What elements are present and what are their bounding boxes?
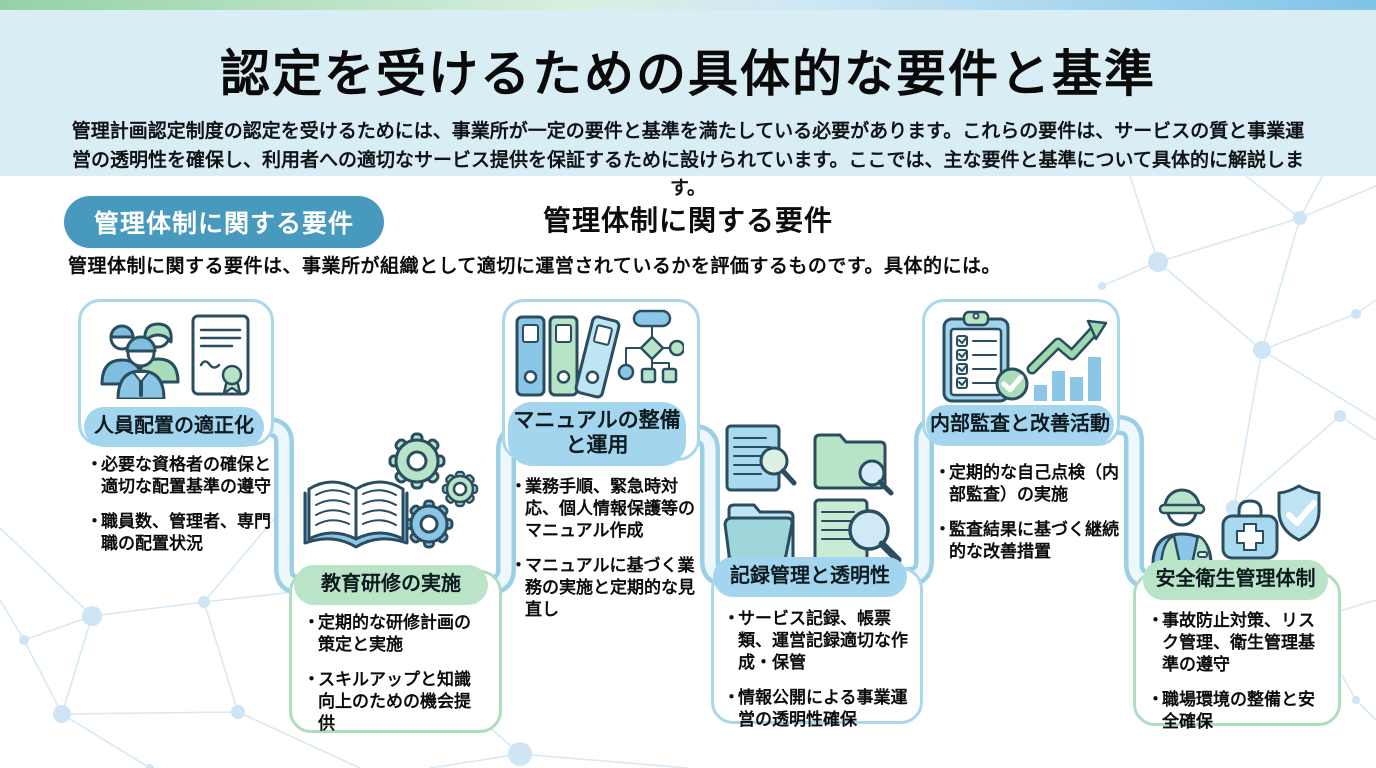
card-1-bullets: ・必要な資格者の確保と適切な配置基準の遵守 ・職員数、管理者、専門職の配置状況 — [86, 454, 284, 568]
binders-and-flowchart-icon — [514, 309, 686, 404]
section-heading: 管理体制に関する要件 — [542, 205, 833, 236]
page-subtitle: 管理計画認定制度の認定を受けるためには、事業所が一定の要件と基準を満たしている必… — [71, 121, 1305, 199]
card-4-bullets: ・サービス記録、帳票類、運営記録適切な作成・保管 ・情報公開による事業運営の透明… — [723, 608, 909, 744]
staff-and-certificate-icon — [96, 311, 252, 401]
card-label: マニュアルの整備と運用 — [508, 402, 686, 466]
page-title: 認定を受けるための具体的な要件と基準 — [220, 46, 1156, 102]
card-3-bullets: ・業務手順、緊急時対応、個人情報保護等のマニュアル作成 ・マニュアルに基づく業務… — [510, 476, 696, 635]
documents-and-magnifier-icon — [723, 424, 903, 564]
card-6-bullets: ・事故防止対策、リスク管理、衛生管理基準の遵守 ・職場環境の整備と安全確保 — [1147, 610, 1327, 746]
list-item: ・職場環境の整備と安全確保 — [1147, 690, 1315, 732]
page-header: 認定を受けるための具体的な要件と基準 管理計画認定制度の認定を受けるためには、事… — [0, 10, 1376, 199]
card-label: 内部監査と改善活動 — [926, 405, 1114, 445]
checklist-and-growth-chart-icon — [938, 309, 1108, 404]
list-item: ・監査結果に基づく継続的な改善措置 — [934, 520, 1119, 562]
worker-firstaid-shield-icon — [1143, 464, 1321, 566]
list-item: ・必要な資格者の確保と適切な配置基準の遵守 — [86, 455, 271, 497]
card-5-bullets: ・定期的な自己点検（内部監査）の実施 ・監査結果に基づく継続的な改善措置 — [934, 462, 1120, 576]
card-label: 人員配置の適正化 — [84, 407, 264, 447]
list-item: ・マニュアルに基づく業務の実施と定期的な見直し — [510, 556, 695, 620]
top-gradient-bar — [0, 0, 1376, 10]
list-item: ・スキルアップと知識向上のための機会提供 — [303, 670, 471, 734]
list-item: ・情報公開による事業運営の透明性確保 — [723, 688, 908, 730]
list-item: ・サービス記録、帳票類、運営記録適切な作成・保管 — [723, 609, 908, 673]
list-item: ・職員数、管理者、専門職の配置状況 — [86, 512, 271, 554]
card-label: 安全衛生管理体制 — [1143, 560, 1328, 600]
list-item: ・事故防止対策、リスク管理、衛生管理基準の遵守 — [1147, 611, 1315, 675]
card-label: 記録管理と透明性 — [713, 557, 907, 597]
list-item: ・定期的な自己点検（内部監査）の実施 — [934, 463, 1119, 505]
list-item: ・業務手順、緊急時対応、個人情報保護等のマニュアル作成 — [510, 477, 695, 541]
card-2-bullets: ・定期的な研修計画の策定と実施 ・スキルアップと知識向上のための機会提供 — [303, 612, 485, 748]
section-badge: 管理体制に関する要件 — [64, 196, 385, 248]
section-description: 管理体制に関する要件は、事業所が組織として適切に運営されているかを評価するもので… — [68, 256, 1001, 277]
book-and-gears-icon — [299, 427, 481, 559]
list-item: ・定期的な研修計画の策定と実施 — [303, 613, 471, 655]
card-label: 教育研修の実施 — [294, 565, 488, 605]
